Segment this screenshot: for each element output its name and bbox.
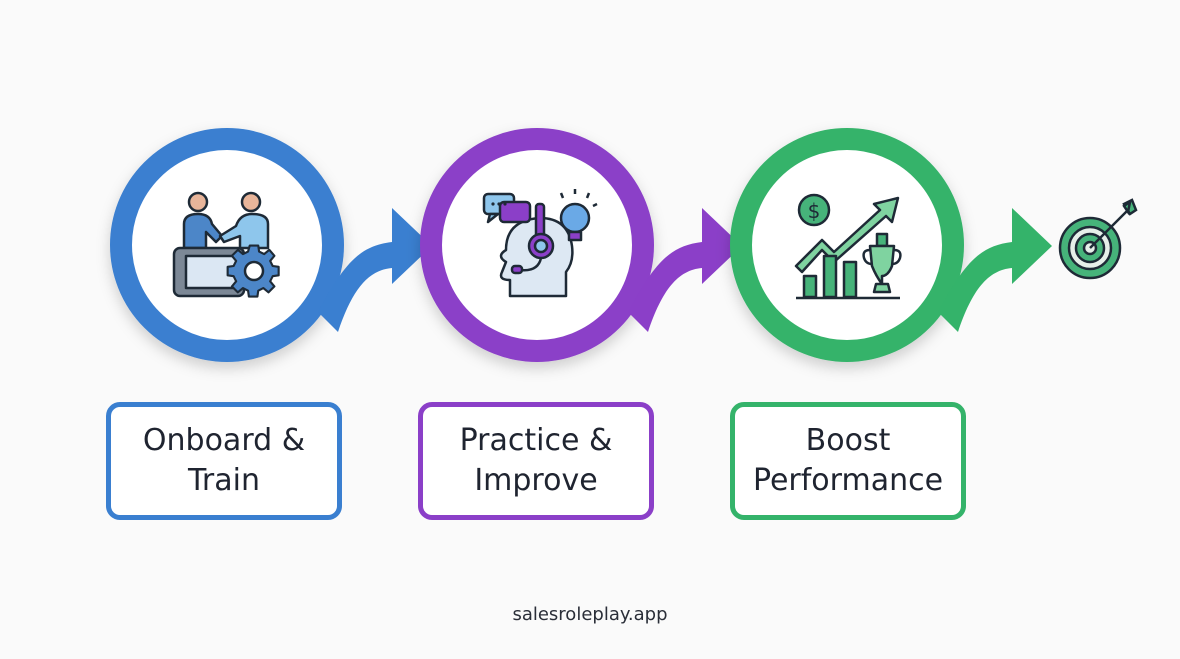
step-3-label-line2: Performance	[752, 463, 944, 498]
arrow-1	[318, 208, 432, 332]
svg-text:$: $	[808, 199, 821, 223]
target-icon	[1058, 198, 1138, 280]
step-1-label-box: Onboard & Train	[106, 402, 342, 520]
handshake-gear-icon	[172, 191, 280, 298]
step-1-label-line1: Onboard &	[142, 423, 306, 458]
step-2-label-line2: Improve	[474, 463, 598, 498]
chat-dots	[491, 202, 507, 206]
step-3-label-box: Boost Performance	[730, 402, 966, 520]
step-2-label-line1: Practice &	[459, 423, 613, 458]
step-1-label-line2: Train	[188, 463, 260, 498]
step-2-label-box: Practice & Improve	[418, 402, 654, 520]
footer-site-url: salesroleplay.app	[512, 604, 668, 625]
headset-brain-icon	[482, 189, 598, 298]
step-3-label-line1: Boost	[805, 423, 891, 458]
arrow-3	[938, 208, 1052, 332]
growth-trophy-icon: $	[794, 193, 902, 300]
step-1-circle	[110, 128, 344, 362]
arrow-2	[628, 208, 742, 332]
